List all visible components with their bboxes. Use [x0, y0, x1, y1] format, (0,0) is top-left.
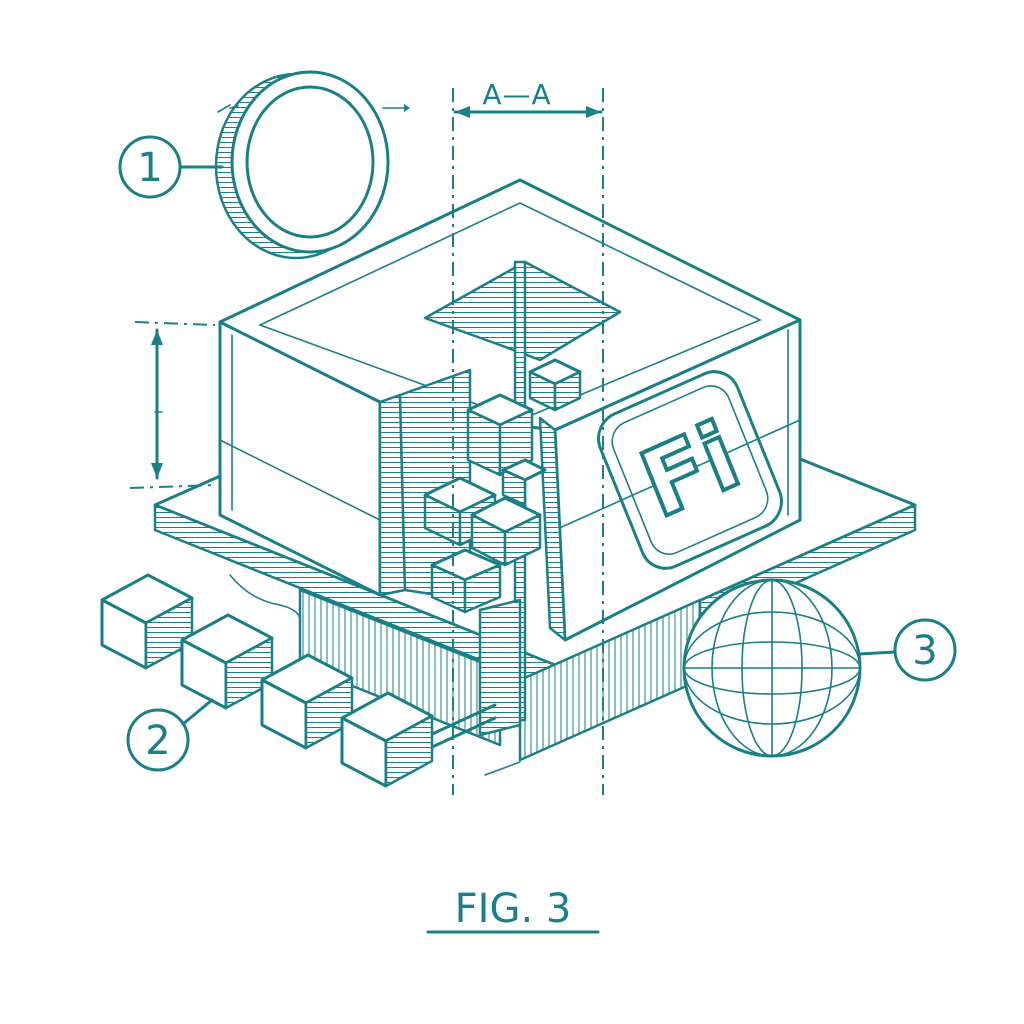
cube-chain — [100, 573, 497, 788]
chain-cube — [100, 573, 194, 670]
height-dimension — [129, 321, 216, 489]
callout-2: 2 — [126, 698, 214, 772]
figure-caption-text: FIG. 3 — [455, 886, 572, 932]
callout-3: 3 — [858, 618, 957, 682]
interior-block — [430, 548, 502, 614]
chain-cube — [340, 691, 434, 788]
callout-1-label: 1 — [137, 145, 162, 191]
interior-block — [501, 458, 547, 507]
section-label: A—A — [482, 78, 551, 111]
callout-2-label: 2 — [145, 718, 170, 764]
callout-1: 1 — [118, 135, 224, 199]
figure-caption: FIG. 3 — [426, 886, 600, 934]
interior-block — [466, 393, 534, 477]
coin — [214, 70, 410, 260]
interior-block — [470, 496, 542, 567]
chain-cube — [260, 653, 354, 750]
interior-block — [528, 358, 582, 412]
globe — [682, 578, 862, 758]
callout-3-label: 3 — [912, 628, 937, 674]
section-line: A—A — [452, 78, 604, 795]
chain-cube — [180, 613, 274, 710]
